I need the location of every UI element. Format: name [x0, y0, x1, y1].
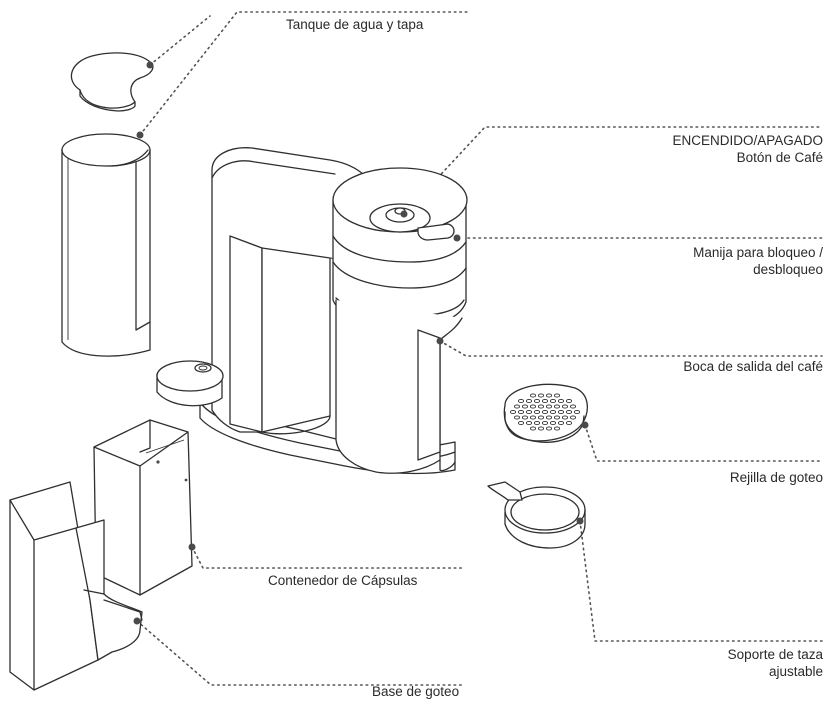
water-tank-lid	[70, 52, 154, 112]
callout-dot-cup-support	[576, 517, 584, 525]
label-spout: Boca de salida del café	[683, 359, 823, 374]
drip-grid-hole	[557, 409, 565, 415]
drip-grid-hole	[565, 398, 573, 404]
drip-grid-hole	[541, 409, 549, 415]
drip-grid-hole	[561, 404, 569, 409]
drip-grid-hole	[549, 420, 557, 426]
label-drip-grid: Rejilla de goteo	[729, 470, 823, 485]
drip-grid-hole	[533, 398, 541, 404]
drip-grid-hole	[569, 404, 577, 409]
leader-line-cup-support	[579, 520, 823, 642]
drip-grid-hole	[553, 404, 561, 409]
drip-grid-hole	[549, 398, 557, 404]
drip-grid-hole	[521, 415, 529, 420]
label-drip-base: Base de goteo	[372, 684, 460, 699]
drip-grid-hole	[545, 426, 553, 431]
callout-dot-lock-handle	[453, 234, 461, 242]
label-water-tank: Tanque de agua y tapa	[286, 17, 424, 32]
drip-grid-hole	[529, 415, 537, 420]
drip-grid-hole	[533, 420, 541, 426]
drip-grid-hole	[545, 393, 553, 398]
cup-support	[487, 481, 586, 549]
drip-grid-hole	[533, 409, 541, 415]
drip-grid-hole	[545, 404, 553, 409]
capsule-container	[93, 419, 193, 596]
drip-grid-hole	[517, 398, 525, 404]
drip-grid-hole	[513, 415, 521, 420]
drip-grid-hole	[557, 398, 565, 404]
drip-grid-hole	[557, 420, 565, 426]
drip-tray-cover	[156, 360, 224, 407]
label-power-button-line1: ENCENDIDO/APAGADO	[672, 133, 823, 148]
drip-grid-hole	[561, 415, 569, 420]
drip-grid-hole	[525, 420, 533, 426]
callout-dot-water-tank	[136, 131, 144, 139]
label-lock-handle-line2: desbloqueo	[753, 262, 823, 277]
callout-dot-water-tank-lid	[146, 61, 154, 69]
drip-grid-hole	[517, 420, 525, 426]
drip-grid-hole	[529, 393, 537, 398]
drip-grid-hole	[565, 420, 573, 426]
callout-dot-capsule-container	[188, 543, 196, 551]
label-cup-support-line2: ajustable	[768, 664, 823, 679]
drip-grid-hole	[525, 409, 533, 415]
drip-grid-hole	[565, 409, 573, 415]
drip-grid-hole	[553, 415, 561, 420]
drip-grid-holes	[509, 393, 581, 431]
leader-line-drip-base	[136, 620, 464, 686]
drip-grid-hole	[521, 404, 529, 409]
leader-line-water-tank-lid	[149, 15, 211, 66]
drip-grid-hole	[573, 409, 581, 415]
callout-dots	[133, 61, 589, 625]
label-lock-handle: Manija para bloqueo / desbloqueo	[693, 244, 823, 278]
callout-dot-drip-base	[133, 617, 141, 625]
callout-dot-power-button	[400, 210, 408, 218]
drip-grid-hole	[553, 426, 561, 431]
drip-grid-hole	[549, 409, 557, 415]
callout-dot-drip-grid	[581, 421, 589, 429]
drip-grid-hole	[545, 415, 553, 420]
drip-grid-hole	[537, 404, 545, 409]
label-power-button: ENCENDIDO/APAGADO Botón de Café	[672, 132, 823, 166]
drip-grid	[503, 383, 588, 443]
drip-grid-hole	[529, 404, 537, 409]
drip-base	[9, 481, 143, 691]
label-power-button-line2: Botón de Café	[736, 150, 823, 165]
leader-line-drip-grid	[584, 424, 823, 462]
callout-dot-spout	[436, 337, 444, 345]
drip-grid-hole	[537, 393, 545, 398]
leader-line-spout	[439, 340, 823, 357]
coffee-machine-body	[199, 147, 468, 475]
water-tank	[61, 133, 151, 357]
drip-grid-hole	[509, 409, 517, 415]
drip-grid-hole	[537, 415, 545, 420]
drip-grid-hole	[525, 398, 533, 404]
drip-grid-hole	[537, 426, 545, 431]
drip-grid-hole	[541, 398, 549, 404]
leader-line-capsule-container	[191, 546, 464, 569]
drip-grid-hole	[517, 409, 525, 415]
label-lock-handle-line1: Manija para bloqueo /	[693, 245, 823, 260]
label-capsule-container: Contenedor de Cápsulas	[268, 573, 418, 588]
drip-grid-hole	[513, 404, 521, 409]
drip-grid-hole	[569, 415, 577, 420]
drip-grid-hole	[529, 426, 537, 431]
label-cup-support-line1: Soporte de taza	[727, 647, 823, 662]
label-cup-support: Soporte de taza ajustable	[728, 646, 823, 680]
drip-grid-hole	[553, 393, 561, 398]
drip-grid-hole	[541, 420, 549, 426]
